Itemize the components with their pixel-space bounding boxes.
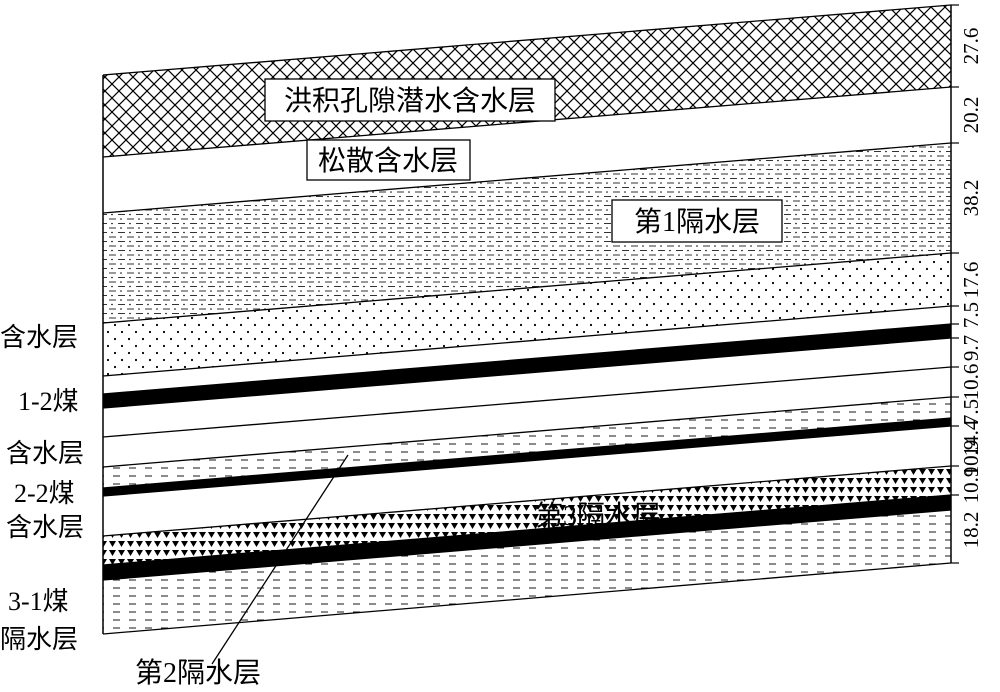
layer-boundary [102, 323, 952, 395]
layer-boundary [102, 494, 952, 566]
thickness-value: 7.5 [959, 399, 983, 425]
thickness-value: 27.6 [959, 28, 983, 65]
loose-aquifer-label: 松散含水层 [318, 145, 458, 177]
layer-fills [103, 5, 951, 634]
layer-boundary [102, 305, 952, 377]
layer-boundary [102, 562, 952, 635]
layer-boundary [102, 465, 952, 537]
aquifer-a-lower-layer [103, 306, 951, 394]
thickness-value: 10.9 [959, 467, 983, 504]
layer-boundary [102, 337, 952, 409]
layer-boundary [102, 142, 952, 214]
aquiclude-2-leader-line [211, 454, 349, 665]
thickness-value: 17.6 [959, 262, 983, 299]
layer-boundary [102, 4, 952, 76]
loose-aquifer-layer [103, 87, 951, 213]
aquiclude-1-layer [103, 143, 951, 323]
loose-aquifer-label-box: 松散含水层 [306, 139, 471, 181]
thickness-value: 10.9 [959, 440, 983, 477]
thickness-value: 9.7 [959, 335, 983, 361]
aquiclude-1-label: 第1隔水层 [634, 206, 760, 238]
coal-1-2-seam [103, 324, 951, 408]
left-label-coal-3-1: 3-1煤 [8, 587, 69, 616]
layer-boundary [102, 417, 952, 489]
thickness-value: 14.4 [959, 419, 983, 456]
aquifer-a-layer [103, 253, 951, 376]
aquiclude-3-layer [103, 466, 951, 565]
aquiclude-1-label-box: 第1隔水层 [611, 199, 783, 243]
coal-2-2-seam [103, 418, 951, 496]
left-label-coal-2-2: 2-2煤 [14, 479, 75, 508]
aquifer-b-lower-layer [103, 367, 951, 467]
aquifer-b-layer [103, 338, 951, 437]
thickness-value: 18.2 [959, 512, 983, 549]
layer-boundary [102, 86, 952, 158]
alluvial-aquifer-label-box: 洪积孔隙潜水含水层 [264, 78, 556, 122]
left-label-aquifer-a: 含水层 [0, 323, 78, 352]
layer-boundary [102, 252, 952, 324]
layer-boundary [102, 509, 952, 581]
aquifer-c-layer [103, 426, 951, 536]
thickness-value: 38.2 [959, 180, 983, 217]
basal-aquiclude-layer [103, 510, 951, 634]
aquiclude-2-label: 第2隔水层 [135, 657, 261, 689]
aquiclude-3-label: 第3隔水层 [535, 500, 661, 532]
thickness-value: 20.2 [959, 97, 983, 134]
alluvial-aquifer-label: 洪积孔隙潜水含水层 [284, 85, 536, 117]
coal-3-1-seam [103, 495, 951, 580]
layer-boundary [102, 425, 952, 497]
layer-boundary [102, 366, 952, 438]
aquiclude-2-layer [103, 397, 951, 488]
thickness-value: 7.5 [959, 302, 983, 328]
left-label-coal-1-2: 1-2煤 [18, 387, 79, 416]
layer-boundaries [102, 4, 952, 635]
thickness-value: 10.6 [959, 364, 983, 401]
layer-boundary [102, 396, 952, 468]
left-label-aquiclude: 隔水层 [0, 625, 78, 654]
thickness-scale: 27.620.238.217.67.59.710.67.514.410.910.… [951, 4, 983, 564]
left-label-aquifer-b: 含水层 [6, 439, 84, 468]
left-label-aquifer-c: 含水层 [6, 513, 84, 542]
